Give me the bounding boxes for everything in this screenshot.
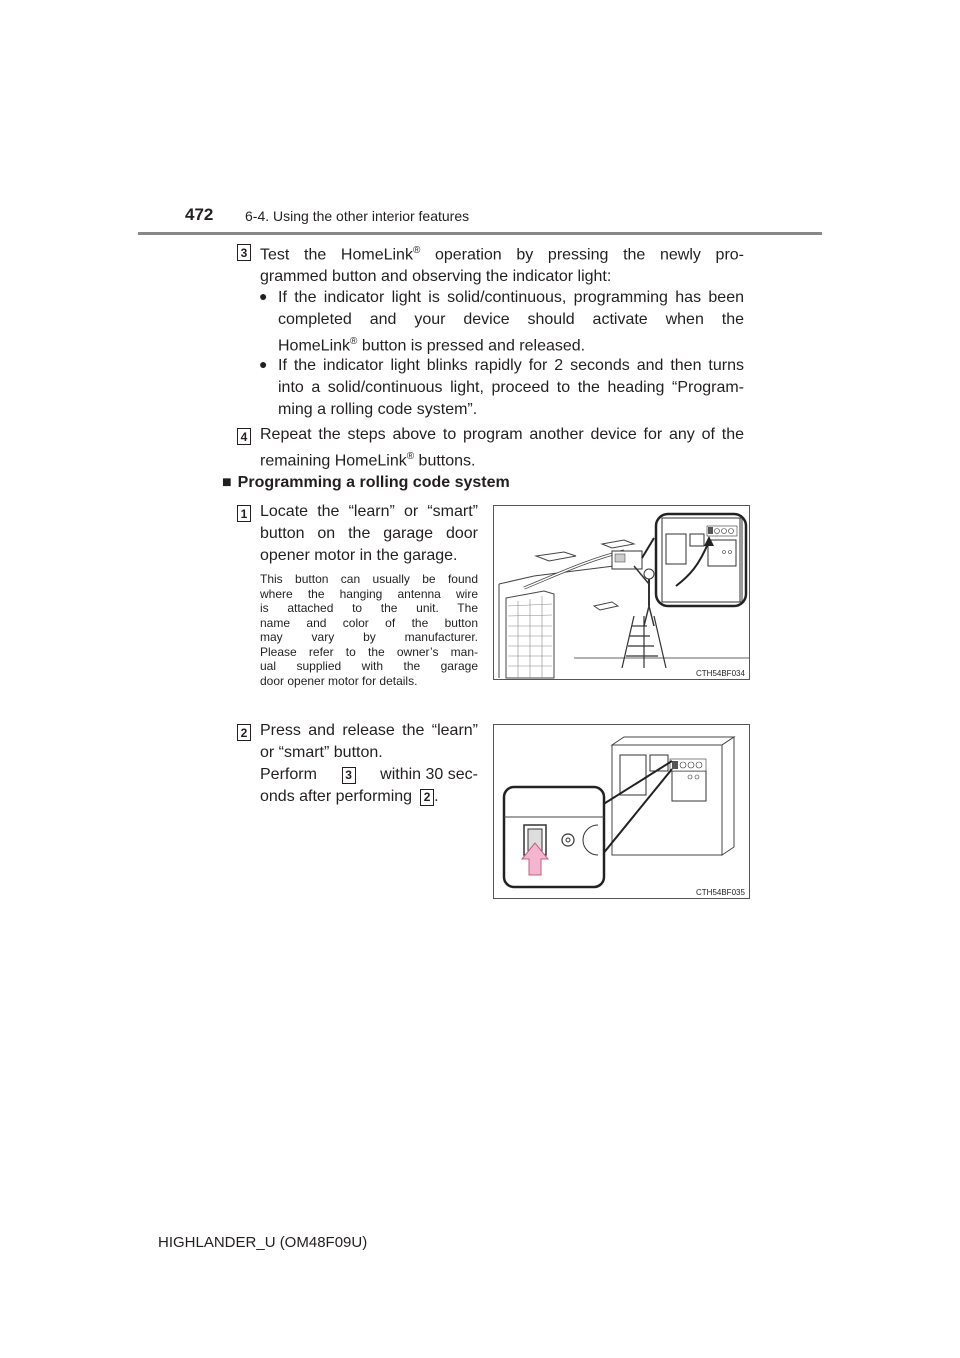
step-ref-3: 3 bbox=[341, 766, 356, 784]
figure-garage-opener: CTH54BF034 bbox=[493, 505, 750, 680]
bullet-icon: ● bbox=[259, 356, 268, 372]
garage-illustration bbox=[498, 512, 749, 679]
section-heading: ■Programming a rolling code system bbox=[222, 474, 510, 491]
bullet2-text: If the indicator light blinks rapidly fo… bbox=[278, 357, 744, 418]
rc-step1-text: Locate the “learn” or “smart” button on … bbox=[260, 503, 478, 564]
figure-code: CTH54BF034 bbox=[696, 669, 745, 678]
header-rule bbox=[138, 232, 822, 235]
rc-step2-perform: Perform 3 within 30 sec- onds after perf… bbox=[260, 766, 478, 806]
button-illustration bbox=[502, 736, 736, 889]
bullet-icon: ● bbox=[259, 288, 268, 304]
rc-step-badge-2: 2 bbox=[237, 724, 251, 741]
step-ref-2: 2 bbox=[420, 788, 435, 806]
bullet1-text: If the indicator light is solid/continuo… bbox=[278, 289, 744, 355]
figure-learn-button: CTH54BF035 bbox=[493, 724, 750, 899]
footer-model: HIGHLANDER_U (OM48F09U) bbox=[158, 1234, 368, 1251]
rc-step-badge-1: 1 bbox=[237, 505, 251, 522]
step-badge-3: 3 bbox=[237, 244, 251, 261]
rc-step1-note: This button can usually be found where t… bbox=[260, 572, 478, 688]
figure-code: CTH54BF035 bbox=[696, 888, 745, 897]
step4-text: Repeat the steps above to program anothe… bbox=[260, 426, 744, 470]
page-number: 472 bbox=[185, 205, 214, 224]
step3-text: Test the HomeLink® operation by pressing… bbox=[260, 245, 744, 286]
step-badge-4: 4 bbox=[237, 428, 251, 445]
rc-step2-text: Press and release the “learn” or “smart”… bbox=[260, 722, 478, 761]
section-title: 6-4. Using the other interior features bbox=[245, 208, 470, 224]
